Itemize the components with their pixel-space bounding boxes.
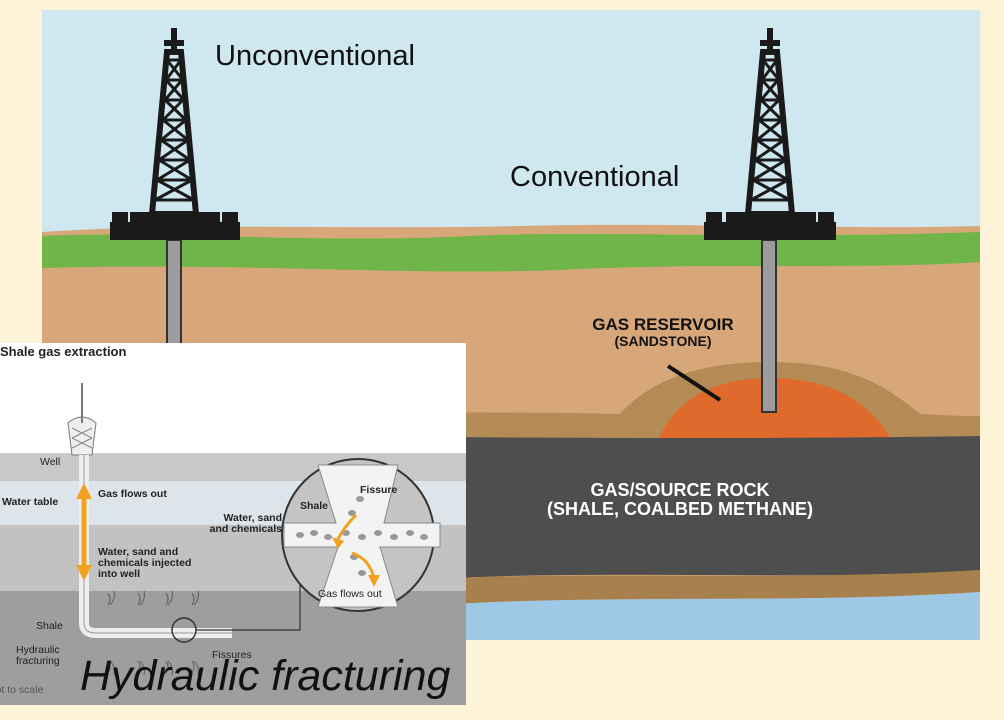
hydraulic-fracturing-label: Hydraulic fracturing [16,644,60,668]
reservoir-pointer-line [666,364,722,402]
fissures-label: Fissures [212,649,252,661]
gas-reservoir-label: GAS RESERVOIR (SANDSTONE) [548,316,778,349]
source-rock-label: GAS/SOURCE ROCK (SHALE, COALBED METHANE) [505,481,855,519]
groundwater-layer [440,592,980,640]
zoom-water-sand-label: Water, sand and chemicals [209,512,282,536]
shale-gas-extraction-inset: Shale gas extraction Well Water table Ga… [0,343,466,705]
inset-diagram [0,383,466,705]
conventional-label: Conventional [510,161,680,193]
zoom-shale-label: Shale [300,500,329,512]
water-table-label: Water table [2,496,59,508]
wellbore-unconventional [166,239,182,351]
caption-hydraulic-fracturing: Hydraulic fracturing [80,652,451,700]
well-label: Well [40,456,61,468]
derrick-unconventional [110,28,240,351]
zoom-gas-flows-out-label: Gas flows out [318,588,382,600]
grass-layer [42,232,980,272]
gas-reservoir-title: GAS RESERVOIR [592,315,734,334]
derrick-conventional [704,28,836,413]
source-rock-title: GAS/SOURCE ROCK [590,480,770,500]
zoom-fissure-label: Fissure [360,484,398,496]
gas-flows-out-label: Gas flows out [98,488,167,500]
inset-title: Shale gas extraction [0,344,127,359]
source-rock-subtitle: (SHALE, COALBED METHANE) [547,498,813,519]
shale-label: Shale [36,620,63,632]
gas-reservoir-subtitle: (SANDSTONE) [614,332,712,349]
water-sand-injected-label: Water, sand and chemicals injected into … [98,546,192,581]
not-to-scale-label: Not to scale [0,684,44,696]
lower-sandstone-band [420,570,980,605]
unconventional-label: Unconventional [215,40,415,72]
